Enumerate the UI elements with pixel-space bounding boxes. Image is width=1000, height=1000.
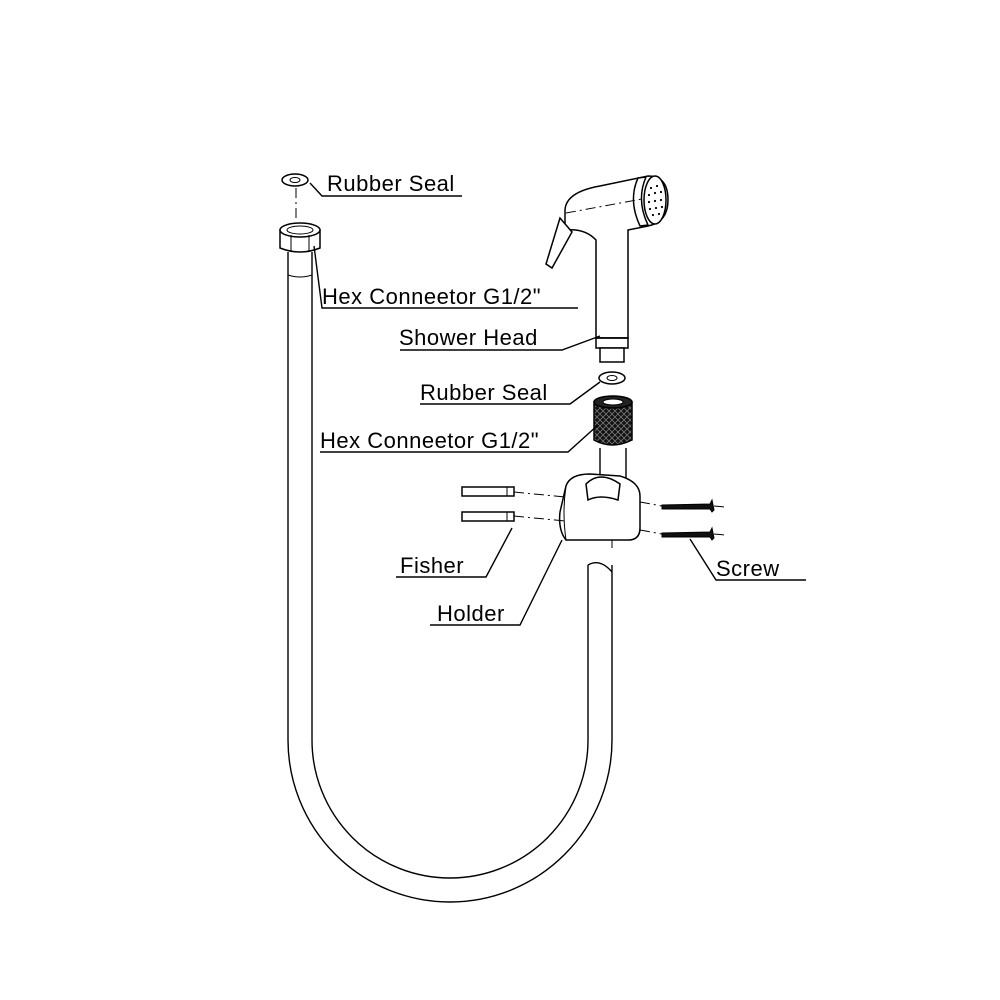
holder [558,473,641,548]
label-shower-head: Shower Head [399,325,538,350]
hex-connector-knurled [593,395,633,446]
rubber-seal-mid [598,371,626,385]
spray-holes [647,184,664,217]
label-hex-connector-mid: Hex Conneetor G1/2" [320,428,539,453]
hex-connector-top [279,222,321,278]
shower-head [545,175,669,363]
fisher-axis-2 [513,515,566,522]
fisher-plugs [461,486,515,522]
screws [661,498,715,541]
rubber-seal-top [281,173,309,187]
fisher-axis-1 [513,491,566,498]
hose [287,252,627,903]
label-hex-connector-top: Hex Conneetor G1/2" [322,284,541,309]
screw-axis-1-end [713,505,727,508]
screw-axis-2-end [713,533,727,536]
label-holder: Holder [437,601,505,626]
label-rubber-seal-mid: Rubber Seal [420,380,548,405]
label-fisher: Fisher [400,553,464,578]
screw-axis-1 [639,501,663,507]
shower-head-axis [565,198,643,214]
label-screw: Screw [716,556,780,581]
screw-axis-2 [639,529,663,535]
label-rubber-seal-top: Rubber Seal [327,171,455,196]
leader-lines [309,182,806,626]
